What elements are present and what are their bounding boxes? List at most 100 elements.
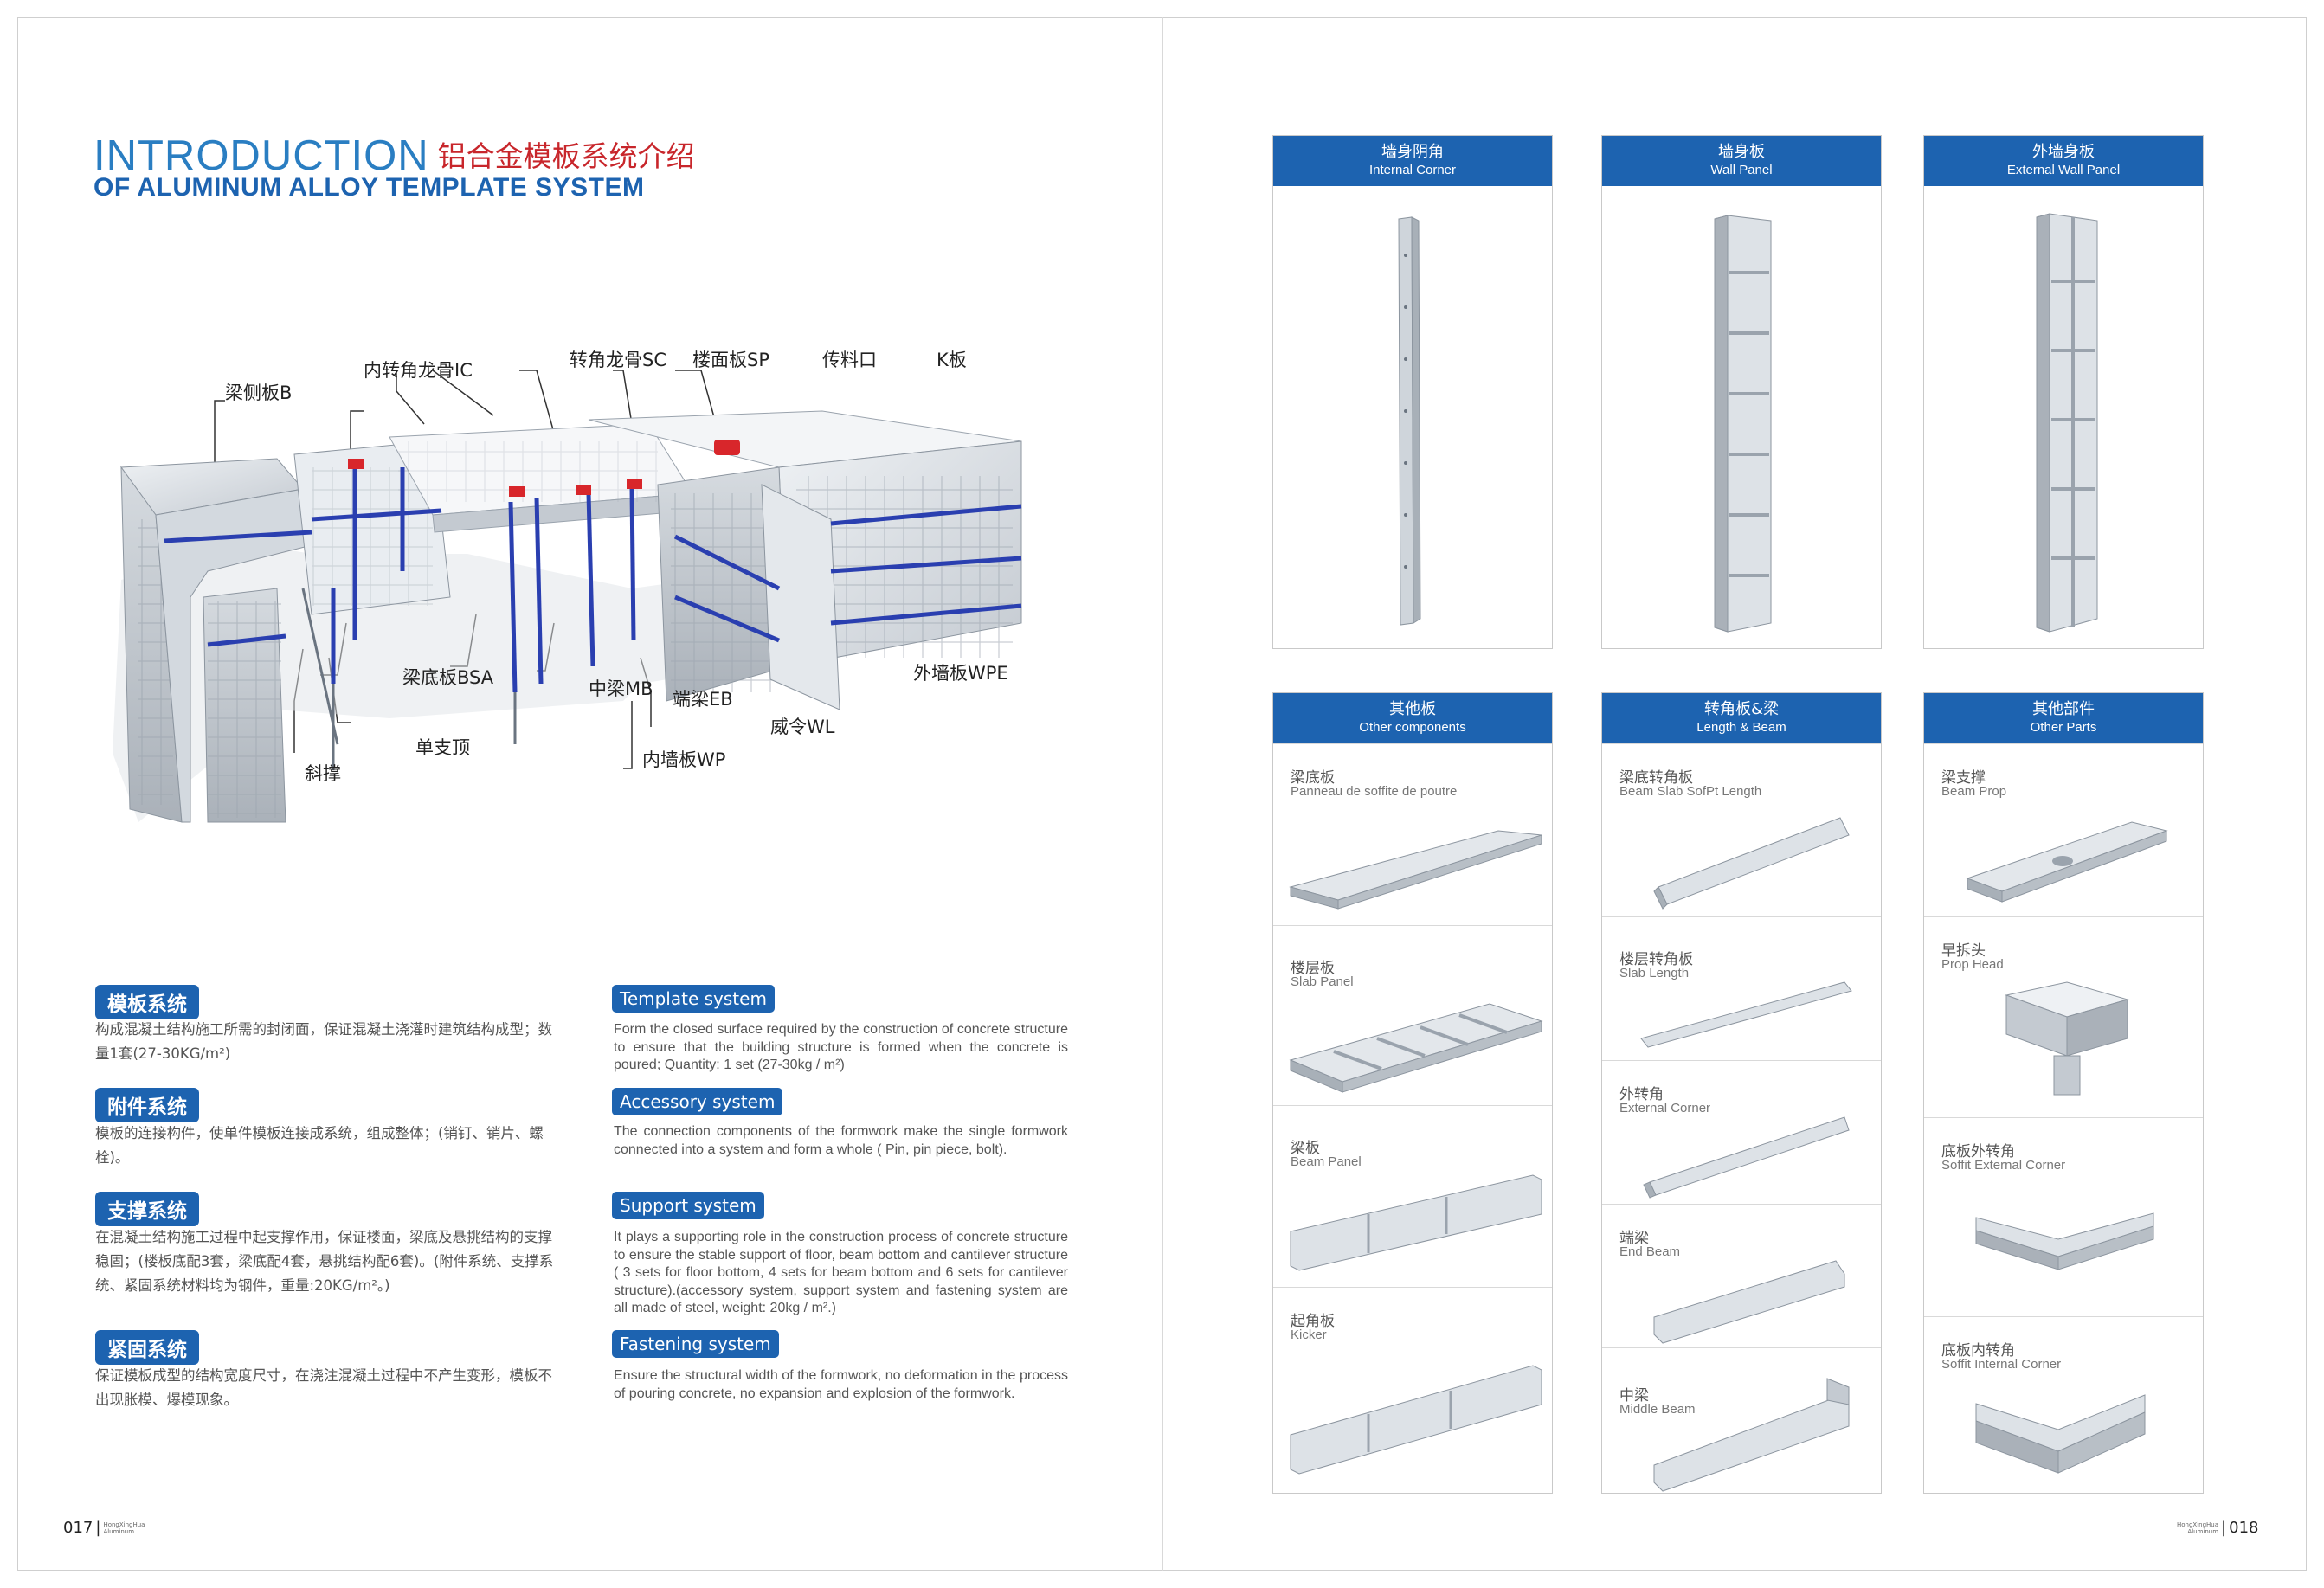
item-slab-length: 楼层转角板 Slab Length [1602, 916, 1881, 1060]
item-name-cn: 梁底转角板 [1619, 769, 1693, 787]
label-beam-bottom: 梁底板BSA [402, 667, 494, 688]
label-end-beam: 端梁EB [673, 689, 733, 710]
item-beam-prop: 梁支撑 Beam Prop [1924, 743, 2203, 916]
title-introduction: INTRODUCTION [93, 132, 429, 179]
beam-panel-image [1290, 1174, 1542, 1271]
box-head-wall-panel: 墙身板 Wall Panel [1602, 136, 1881, 186]
box-title-cn: 墙身板 [1718, 143, 1765, 161]
box-title-en: Other Parts [2030, 720, 2097, 735]
box-title-cn: 外墙身板 [2032, 143, 2095, 161]
box-length-beam: 转角板&梁 Length & Beam 梁底转角板 Beam Slab SofP… [1601, 692, 1882, 1494]
label-corner-keel: 转角龙骨SC [570, 350, 666, 370]
box-title-en: Wall Panel [1710, 163, 1773, 177]
box-title-en: Length & Beam [1696, 720, 1786, 735]
label-inner-corner-keel: 内转角龙骨IC [364, 360, 473, 381]
item-end-beam: 端梁 End Beam [1602, 1204, 1881, 1347]
slab-length-image [1640, 981, 1852, 1048]
title-subtitle: OF ALUMINUM ALLOY TEMPLATE SYSTEM [93, 173, 645, 202]
label-diagonal-brace: 斜撑 [305, 763, 341, 784]
item-name-cn: 早拆头 [1941, 942, 1986, 960]
end-beam-image [1653, 1260, 1845, 1344]
item-name-en: Slab Panel [1291, 974, 1354, 989]
label-wl: 威令WL [770, 717, 835, 737]
item-kicker: 起角板 Kicker [1273, 1287, 1552, 1495]
section-head-template-cn: 模板系统 [95, 985, 199, 1019]
item-name-cn: 梁底板 [1291, 769, 1335, 787]
section-body-accessory-cn: 模板的连接构件，使单件模板连接成系统，组成整体；(销钉、销片、螺栓)。 [95, 1125, 544, 1166]
item-soffit-internal-corner: 底板内转角 Soffit Internal Corner [1924, 1316, 2203, 1495]
box-title-en: External Wall Panel [2006, 163, 2121, 177]
box-other-parts: 其他部件 Other Parts 梁支撑 Beam Prop 早拆头 Prop … [1923, 692, 2204, 1494]
external-wall-panel-image [2036, 213, 2098, 633]
box-other-components: 其他板 Other components 梁底板 Panneau de soff… [1272, 692, 1553, 1494]
section-head-support-cn: 支撑系统 [95, 1192, 199, 1226]
box-title-cn: 其他板 [1389, 700, 1436, 718]
internal-corner-image [1398, 216, 1421, 626]
item-name-en: Soffit External Corner [1941, 1158, 2066, 1173]
item-name-en: Beam Prop [1941, 784, 2007, 799]
item-name-en: Slab Length [1619, 966, 1690, 980]
prop-head-image [2005, 981, 2129, 1096]
item-name-en: External Corner [1619, 1101, 1711, 1115]
section-head-fastening-cn: 紧固系统 [95, 1330, 199, 1365]
box-title-en: Other components [1359, 720, 1466, 735]
item-name-cn: 梁支撑 [1941, 769, 1986, 787]
formwork-3d-illustration [113, 370, 1022, 823]
item-name-cn: 端梁 [1619, 1230, 1649, 1247]
section-body-support-cn: 在混凝土结构施工过程中起支撑作用，保证楼面，梁底及悬挑结构的支撑稳固；(楼板底配… [95, 1229, 554, 1294]
item-name-cn: 底板内转角 [1941, 1342, 2015, 1360]
item-name-cn: 外转角 [1619, 1086, 1664, 1103]
item-soffit-external-corner: 底板外转角 Soffit External Corner [1924, 1117, 2203, 1316]
formwork-diagram: 梁侧板B 内转角龙骨IC 转角龙骨SC 楼面板SP 传料口 K板 梁底板BSA … [104, 338, 1073, 848]
item-name-en: Kicker [1291, 1328, 1327, 1342]
item-name-en: Prop Head [1941, 957, 2004, 972]
section-head-support-en: Support system [612, 1192, 764, 1219]
soffit-internal-corner-image [1975, 1394, 2146, 1474]
brand-line-2-left: Aluminum [103, 1528, 135, 1535]
box-head-other-parts: 其他部件 Other Parts [1924, 693, 2203, 743]
label-outer-wall: 外墙板WPE [913, 663, 1008, 684]
section-body-fastening-cn: 保证模板成型的结构宽度尺寸，在浇注混凝土过程中不产生变形，模板不出现胀模、爆模现… [95, 1367, 552, 1408]
title-chinese: 铝合金模板系统介绍 [437, 139, 695, 173]
page-spine [1162, 17, 1163, 1571]
label-beam-side: 梁侧板B [225, 383, 293, 403]
page-number-right: 018 [2229, 1519, 2259, 1537]
item-name-en: Soffit Internal Corner [1941, 1357, 2062, 1372]
section-body-template-en: Form the closed surface required by the … [614, 1022, 1068, 1072]
box-title-en: Internal Corner [1368, 163, 1457, 177]
box-internal-corner: 墙身阴角 Internal Corner [1272, 135, 1553, 649]
beam-soffit-panel-image [1289, 830, 1542, 910]
label-k-board: K板 [937, 350, 967, 370]
label-floor-panel: 楼面板SP [692, 350, 769, 370]
section-body-fastening-en: Ensure the structural width of the formw… [614, 1368, 1068, 1401]
beam-prop-image [1966, 821, 2168, 903]
section-head-accessory-cn: 附件系统 [95, 1088, 199, 1122]
box-wall-panel: 墙身板 Wall Panel [1601, 135, 1882, 649]
kicker-image [1290, 1365, 1542, 1475]
box-head-other-components: 其他板 Other components [1273, 693, 1552, 743]
item-name-cn: 楼层板 [1291, 960, 1335, 977]
item-middle-beam: 中梁 Middle Beam [1602, 1347, 1881, 1495]
item-name-en: Middle Beam [1619, 1402, 1696, 1417]
box-head-length-beam: 转角板&梁 Length & Beam [1602, 693, 1881, 743]
item-name-cn: 底板外转角 [1941, 1143, 2015, 1160]
brand-line-2-right: Aluminum [2187, 1528, 2219, 1535]
box-external-wall-panel: 外墙身板 External Wall Panel [1923, 135, 2204, 649]
beam-slab-soffit-length-image [1653, 817, 1850, 910]
item-external-corner: 外转角 External Corner [1602, 1060, 1881, 1204]
section-body-accessory-en: The connection components of the formwor… [614, 1124, 1068, 1157]
wall-panel-image [1714, 215, 1772, 633]
section-head-accessory-en: Accessory system [612, 1088, 783, 1115]
item-name-cn: 楼层转角板 [1619, 951, 1693, 968]
item-name-en: End Beam [1619, 1244, 1681, 1259]
item-name-cn: 中梁 [1619, 1387, 1649, 1405]
box-head-internal-corner: 墙身阴角 Internal Corner [1273, 136, 1552, 186]
left-page-frame [17, 17, 1162, 1571]
item-beam-slab-soffit-length: 梁底转角板 Beam Slab SofPt Length [1602, 743, 1881, 916]
item-slab-panel: 楼层板 Slab Panel [1273, 925, 1552, 1105]
soffit-external-corner-image [1975, 1212, 2154, 1270]
item-name-en: Beam Panel [1291, 1154, 1362, 1169]
